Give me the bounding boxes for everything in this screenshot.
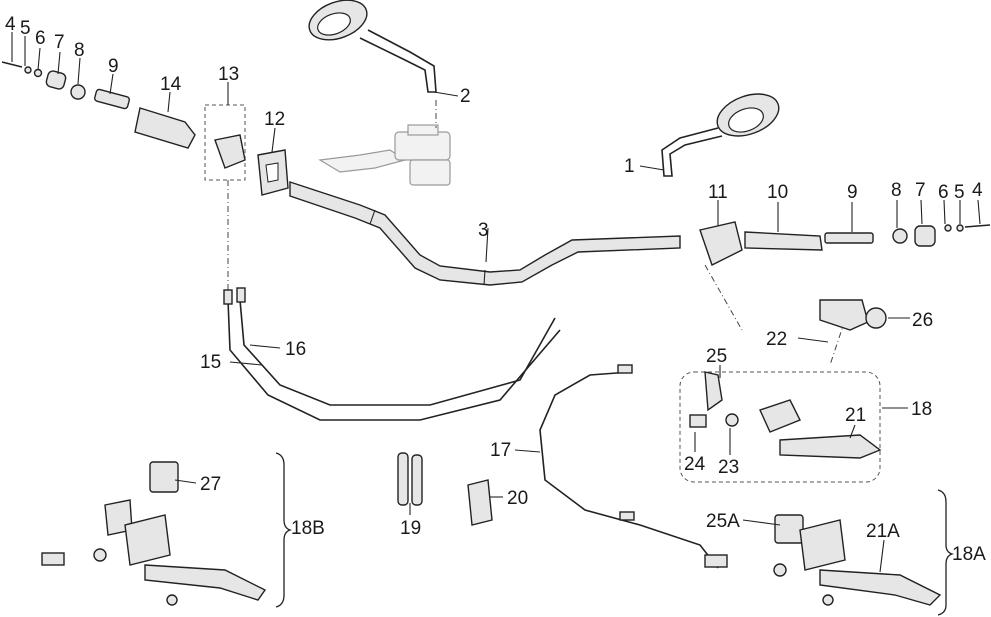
callout-11: 11 (708, 182, 728, 203)
callout-9-left: 9 (108, 56, 119, 77)
left-mirror (308, 0, 437, 93)
master-cylinder-reference (318, 100, 451, 186)
callout-labels: 4 5 6 7 8 9 14 13 12 2 1 3 11 10 9 8 7 6… (5, 14, 986, 565)
callout-4-left: 4 (5, 14, 16, 35)
callout-13: 13 (218, 64, 239, 85)
callout-10: 10 (767, 182, 788, 203)
callout-18A: 18A (952, 544, 986, 565)
callout-6-left: 6 (35, 28, 46, 49)
callout-17: 17 (490, 440, 511, 461)
callout-7-left: 7 (54, 32, 65, 53)
callout-27: 27 (200, 474, 221, 495)
lever-assembly-18A (704, 514, 942, 606)
callout-12: 12 (264, 109, 285, 130)
callout-8-right: 8 (891, 180, 902, 201)
callout-23: 23 (718, 457, 739, 478)
switch-26 (819, 299, 887, 331)
lever-assembly-18 (679, 319, 882, 483)
cable-clips (397, 452, 493, 526)
right-grip-assembly (699, 221, 991, 331)
callout-8-left: 8 (74, 40, 85, 61)
throttle-cables (223, 287, 561, 421)
callout-21A: 21A (866, 521, 900, 542)
callout-25A: 25A (706, 511, 740, 532)
callout-5-left: 5 (20, 18, 31, 39)
leader-lines (11, 32, 981, 573)
clutch-cable (539, 364, 719, 569)
callout-26: 26 (912, 310, 933, 331)
callout-1: 1 (624, 156, 635, 177)
callout-24: 24 (684, 454, 706, 475)
callout-22: 22 (766, 329, 787, 350)
callout-18: 18 (911, 399, 932, 420)
handlebar (289, 181, 681, 286)
left-grip-assembly (1, 61, 289, 290)
callout-3: 3 (478, 220, 489, 241)
callout-14: 14 (160, 74, 182, 95)
callout-9-right: 9 (847, 182, 858, 203)
callout-15: 15 (200, 352, 221, 373)
callout-4-right: 4 (972, 180, 983, 201)
callout-21: 21 (845, 405, 866, 426)
callout-20: 20 (507, 488, 528, 509)
callout-5-right: 5 (954, 182, 965, 203)
callout-19: 19 (400, 518, 421, 539)
callout-16: 16 (285, 339, 306, 360)
lever-assembly-18B (41, 461, 267, 606)
callout-6-right: 6 (938, 182, 949, 203)
right-mirror (661, 93, 780, 177)
callout-2: 2 (460, 86, 471, 107)
callout-25: 25 (706, 346, 727, 367)
callout-18B: 18B (291, 518, 325, 539)
callout-7-right: 7 (915, 180, 926, 201)
